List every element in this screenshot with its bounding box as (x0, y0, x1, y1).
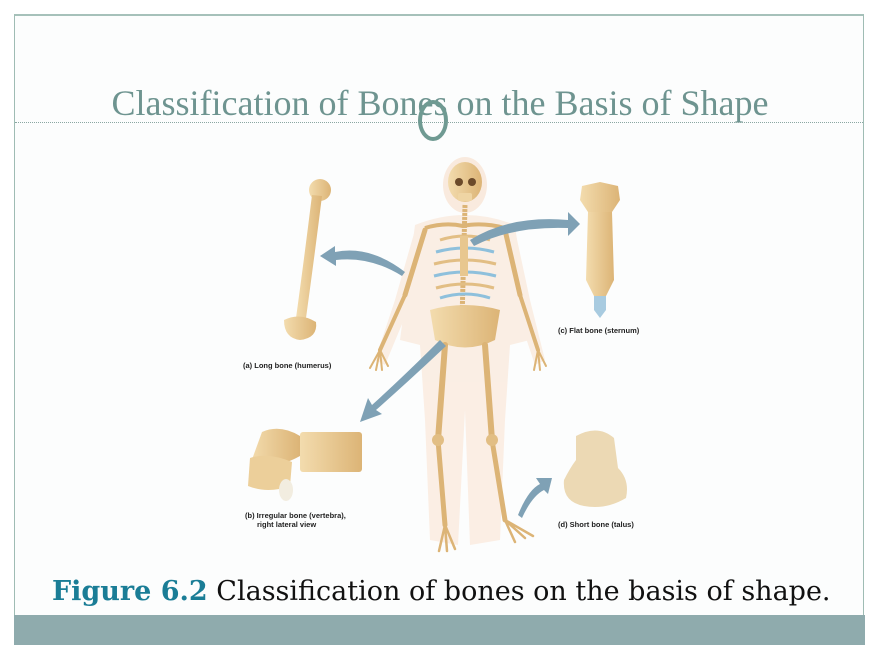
irregular-bone-vertebra (248, 428, 362, 501)
figure-number: Figure 6.2 (52, 576, 208, 607)
bone-classification-figure: (a) Long bone (humerus) (c) Flat bone (s… (230, 150, 670, 560)
short-bone-talus (563, 430, 627, 507)
label-long-bone: (a) Long bone (humerus) (243, 361, 332, 370)
pointer-arrows (320, 212, 580, 518)
ring-ornament-icon (418, 100, 448, 141)
label-irregular-bone-line2: right lateral view (257, 520, 317, 529)
caption-bar (14, 615, 865, 645)
caption-text: Classification of bones on the basis of … (207, 576, 831, 607)
label-short-bone: (d) Short bone (talus) (558, 520, 634, 529)
skull-icon (448, 162, 482, 202)
skeleton-illustration (248, 157, 627, 553)
body-silhouette (375, 157, 545, 545)
long-bone-humerus (284, 179, 331, 340)
figure-caption: Figure 6.2 Classification of bones on th… (52, 575, 832, 608)
ribcage (433, 234, 497, 300)
label-irregular-bone-line1: (b) Irregular bone (vertebra), (245, 511, 346, 520)
label-flat-bone: (c) Flat bone (sternum) (558, 326, 640, 335)
flat-bone-sternum (580, 182, 620, 318)
